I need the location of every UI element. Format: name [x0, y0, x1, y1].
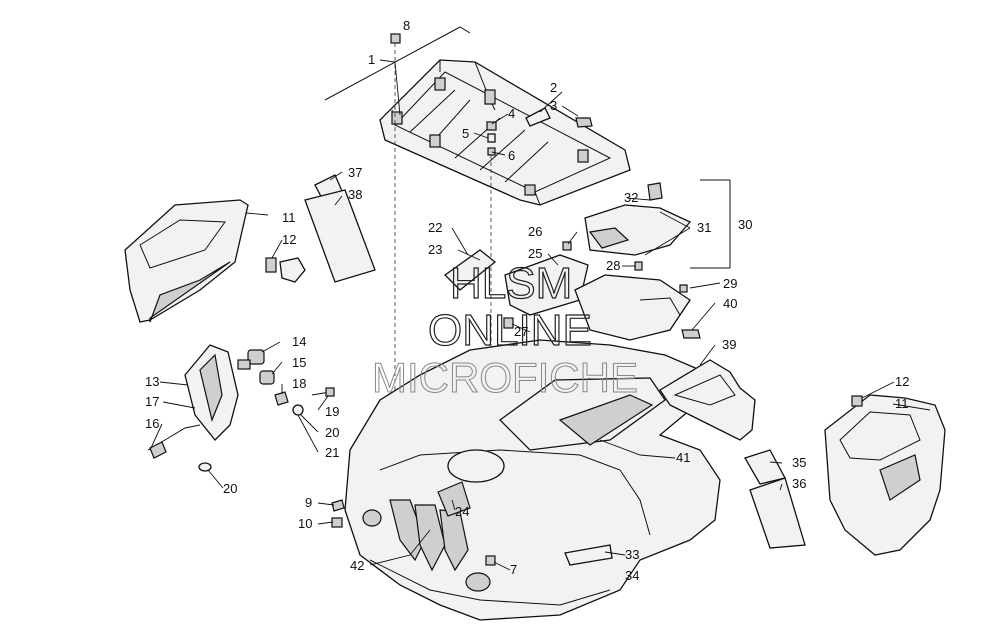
callout-40: 40	[723, 296, 737, 311]
callout-29: 29	[723, 276, 737, 291]
callout-33: 33	[625, 547, 639, 562]
callout-9: 9	[305, 495, 312, 510]
callout-13: 13	[145, 374, 159, 389]
callout-24: 24	[455, 504, 469, 519]
fastener-9-10	[331, 499, 345, 528]
callout-3: 3	[550, 98, 557, 113]
callout-20-right: 20	[325, 425, 339, 440]
panel-39	[659, 359, 756, 441]
callout-11-right: 11	[895, 396, 909, 411]
callout-27: 27	[514, 324, 528, 339]
callout-26: 26	[528, 224, 542, 239]
callout-19: 19	[325, 404, 339, 419]
callout-31: 31	[697, 220, 711, 235]
callout-39: 39	[722, 337, 736, 352]
callout-10: 10	[298, 516, 312, 531]
callout-labels: 1 2 3 4 5 6 7 8 9 10 11 11 12 12 13 14 1…	[145, 18, 909, 583]
decal-37-38	[304, 174, 376, 283]
callout-32: 32	[624, 190, 638, 205]
decal-35-36	[744, 449, 806, 549]
callout-12-left: 12	[282, 232, 296, 247]
callout-30: 30	[738, 217, 752, 232]
nut-3	[575, 117, 593, 128]
front-body-shell	[344, 339, 721, 621]
callout-5: 5	[462, 126, 469, 141]
leader-lines	[149, 59, 931, 571]
callout-20-bottom: 20	[223, 481, 237, 496]
callout-18: 18	[292, 376, 306, 391]
callout-17: 17	[145, 394, 159, 409]
callout-41: 41	[676, 450, 690, 465]
rear-rack	[324, 26, 631, 206]
watermark-line-2: ONLINE	[428, 306, 592, 355]
callout-7: 7	[510, 562, 517, 577]
callout-22: 22	[428, 220, 442, 235]
callout-1: 1	[368, 52, 375, 67]
knob-12-left	[265, 257, 306, 283]
callout-8: 8	[403, 18, 410, 33]
watermark-line-1: HLSM	[450, 259, 572, 308]
callout-11-left: 11	[282, 210, 296, 225]
callout-2: 2	[550, 80, 557, 95]
callout-38: 38	[348, 187, 362, 202]
fastener-29-40	[679, 284, 701, 339]
callout-16: 16	[145, 416, 159, 431]
decal-2	[525, 107, 551, 127]
callout-25: 25	[528, 246, 542, 261]
callout-28: 28	[606, 258, 620, 273]
watermark-line-3: MICROFICHE	[372, 354, 638, 401]
callout-35: 35	[792, 455, 806, 470]
left-side-panel	[124, 199, 249, 323]
callout-23: 23	[428, 242, 442, 257]
headlight-assembly	[147, 344, 335, 472]
fastener-8	[390, 33, 401, 460]
callout-21: 21	[325, 445, 339, 460]
right-side-panel	[824, 394, 946, 556]
callout-34: 34	[625, 568, 639, 583]
callout-14: 14	[292, 334, 306, 349]
callout-36: 36	[792, 476, 806, 491]
callout-6: 6	[508, 148, 515, 163]
watermark: HLSM ONLINE MICROFICHE	[372, 258, 639, 401]
callout-12-right: 12	[895, 374, 909, 389]
callout-15: 15	[292, 355, 306, 370]
callout-42: 42	[350, 558, 364, 573]
storage-box	[574, 179, 731, 341]
callout-37: 37	[348, 165, 362, 180]
callout-4: 4	[508, 106, 515, 121]
